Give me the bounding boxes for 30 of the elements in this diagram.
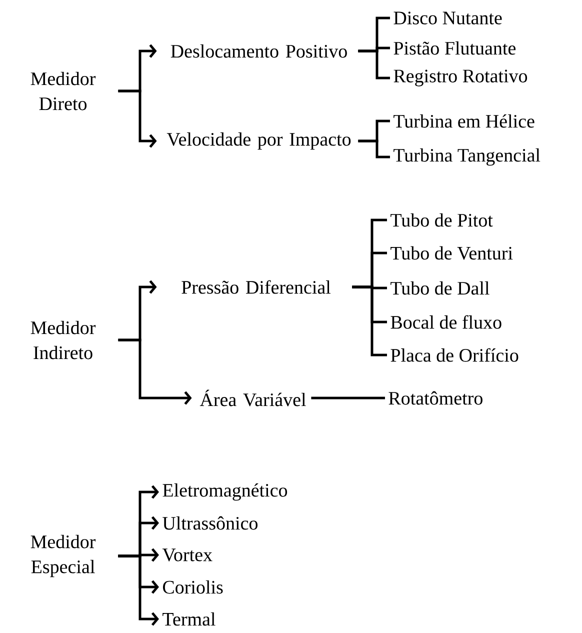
connector-line [352,286,387,356]
meter-type-label: Placa de Orifício [390,348,518,362]
subcategory-label: Deslocamento Positivo [170,44,347,58]
connector-line [358,50,390,80]
connector-line [358,140,390,158]
meter-type-label: Turbina em Hélice [394,114,534,128]
meter-type-label: Tubo de Pitot [390,213,493,227]
connector-line [311,396,385,400]
meter-type-label: Vortex [162,548,212,562]
meter-type-label: Coriolis [162,580,223,594]
meter-type-label: Ultrassônico [162,516,258,530]
connector-line [118,90,157,148]
meter-type-label: Turbina Tangencial [394,148,540,166]
subcategory-label: Pressão Diferencial [182,280,331,294]
meter-type-label: Disco Nutante [394,12,502,24]
category-label: Medidor Especial [30,534,96,578]
meter-type-label: Tubo de Dall [390,281,490,295]
meter-type-label: Bocal de fluxo [390,315,502,329]
meter-type-label: Registro Rotativo [394,70,528,86]
meter-type-label: Termal [162,612,216,626]
subcategory-label: Velocidade por Impacto [166,132,351,150]
meter-type-label: Tubo de Venturi [390,246,513,260]
subcategory-label: Área Variável [200,390,306,406]
meter-type-label: Eletromagnético [162,483,288,501]
connector-line [118,554,159,626]
connector-line [118,338,192,405]
meter-type-label: Pistão Flutuante [394,41,516,55]
meter-type-label: Rotatômetro [388,391,482,405]
category-label: Medidor Direto [30,72,96,110]
category-label: Medidor Indireto [30,320,96,360]
